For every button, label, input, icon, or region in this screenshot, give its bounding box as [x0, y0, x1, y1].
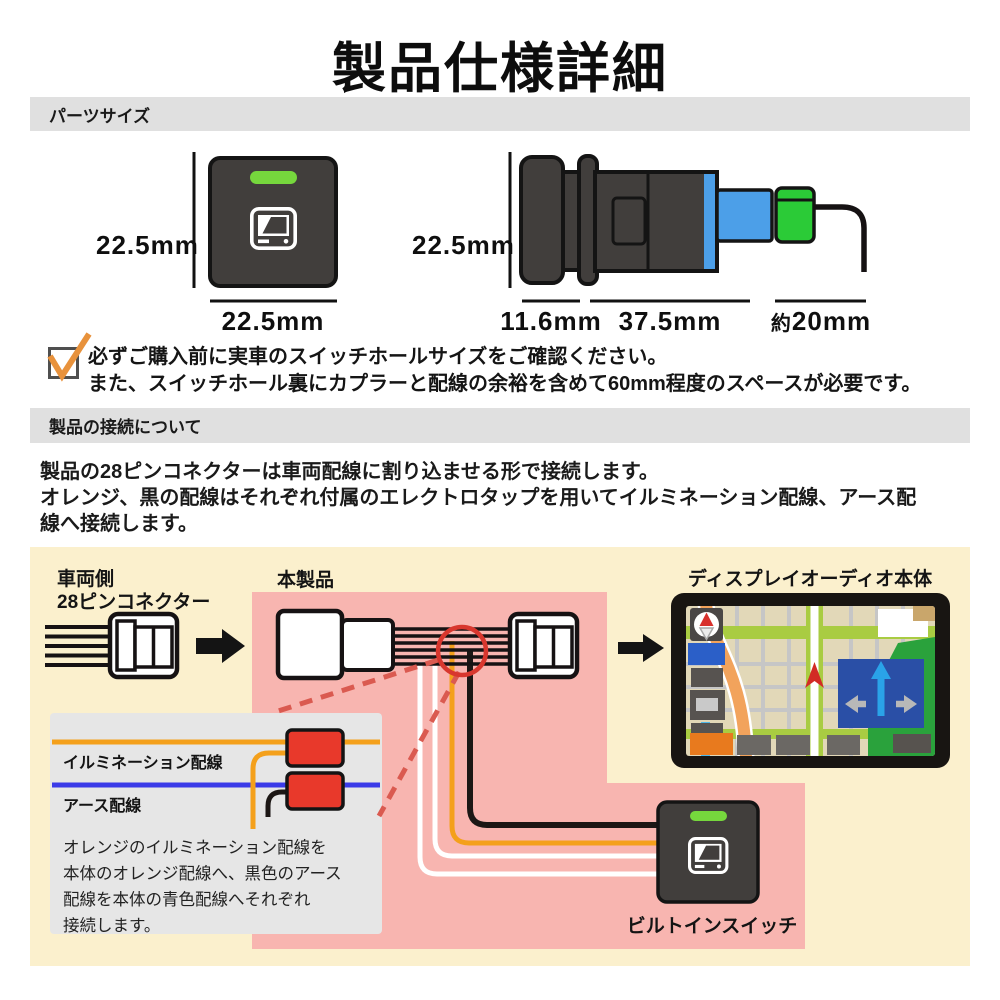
vehicle-connector-label-line1: 車両側	[57, 569, 115, 590]
nav-position-icon	[805, 662, 824, 688]
dim-connector-value: 20mm	[791, 306, 872, 336]
vehicle-connector-label-line2: 28ピンコネクター	[57, 592, 211, 613]
section-header-connection-label: 製品の接続について	[49, 418, 202, 437]
note-line-2: また、スイッチホール裏にカプラーと配線の余裕を含めて60mm程度のスペースが必要…	[88, 373, 922, 395]
inset-description-line-1: オレンジのイルミネーション配線を	[63, 839, 327, 857]
arrow-right-icon	[618, 634, 664, 662]
inset-description-line-4: 接続します。	[63, 917, 161, 935]
callout-dash	[271, 657, 439, 716]
white-wire	[417, 662, 658, 877]
callout-dash	[376, 670, 462, 818]
vehicle-28pin-connector	[45, 611, 180, 680]
orange-wire	[449, 641, 658, 846]
led-indicator	[250, 171, 297, 184]
switch-side-view	[508, 152, 867, 303]
note-line-1: 必ずご購入前に実車のスイッチホールサイズをご確認ください。	[88, 346, 668, 368]
connection-text-line-2: オレンジ、黒の配線はそれぞれ付属のエレクトロタップを用いてイルミネーション配線、…	[40, 487, 917, 509]
connection-text-line-3: 線へ接続します。	[40, 513, 198, 535]
connection-text-line-1: 製品の28ピンコネクターは車両配線に割り込ませる形で接続します。	[40, 461, 659, 483]
blue-coupler	[715, 188, 774, 243]
inset-description-line-2: 本体のオレンジ配線へ、黒色のアース	[63, 865, 342, 883]
section-header-parts-size-label: パーツサイズ	[49, 106, 151, 126]
switch-front-view	[192, 152, 338, 303]
builtin-switch-label: ビルトインスイッチ	[626, 916, 798, 937]
parts-size-figure	[192, 152, 867, 303]
illumination-wire-label: イルミネーション配線	[63, 755, 223, 772]
dim-approx-prefix: 約	[770, 313, 792, 335]
check-icon	[47, 332, 92, 382]
nav-map	[686, 606, 935, 756]
display-audio-unit	[671, 593, 950, 768]
electro-tap	[285, 728, 345, 768]
inset-description-line-3: 配線を本体の青色配線へそれぞれ	[63, 891, 311, 909]
inset-black-wire	[265, 789, 289, 817]
wire	[814, 204, 867, 272]
connection-diagram-graphics	[45, 592, 950, 949]
section-header-parts-size: パーツサイズ	[30, 97, 970, 131]
led-indicator	[690, 811, 727, 821]
turn-arrows-icon	[838, 659, 924, 728]
inset-orange-wire	[250, 750, 289, 829]
green-coupler	[774, 186, 816, 244]
display-audio-label: ディスプレイオーディオ本体	[687, 569, 933, 590]
black-wire	[467, 651, 658, 828]
tap-inset-box	[50, 713, 382, 934]
page-title: 製品仕様詳細	[332, 39, 668, 99]
section-header-connection: 製品の接続について	[30, 408, 970, 443]
dim-side-connector: 約20mm	[741, 306, 901, 337]
product-harness	[275, 608, 658, 877]
dim-side-height: 22.5mm	[412, 230, 515, 260]
dim-side-body: 37.5mm	[618, 306, 722, 336]
dim-front-width: 22.5mm	[221, 306, 325, 336]
white-wire	[432, 662, 658, 859]
connection-diagram	[30, 547, 970, 966]
electro-tap	[285, 771, 345, 811]
product-label: 本製品	[277, 570, 335, 591]
callout-circle	[435, 624, 489, 678]
dim-front-height: 22.5mm	[96, 230, 199, 260]
builtin-switch	[656, 800, 760, 904]
dim-side-head: 11.6mm	[500, 306, 602, 336]
arrow-right-icon	[196, 629, 245, 663]
ground-wire-label: アース配線	[63, 798, 142, 815]
